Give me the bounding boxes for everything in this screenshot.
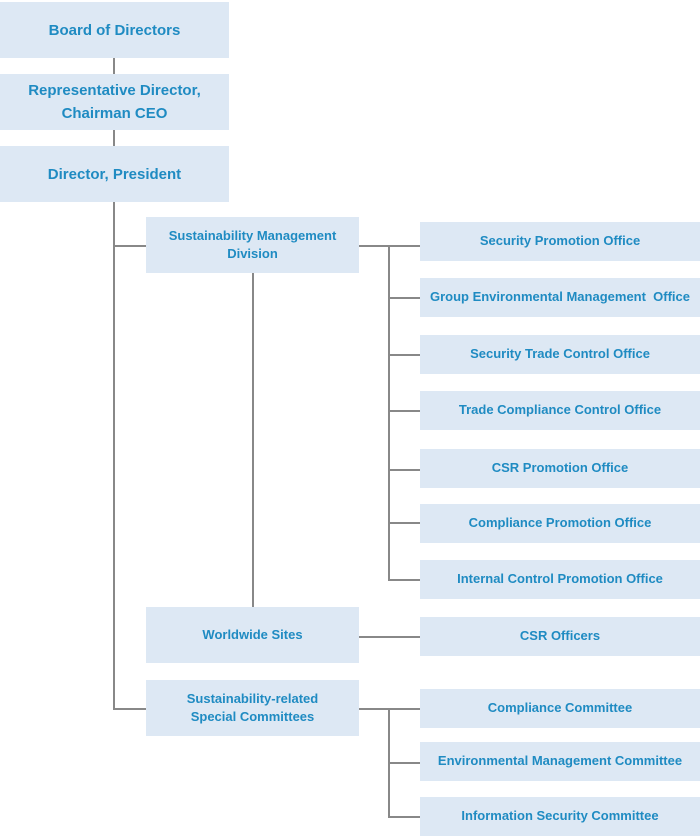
office-label: Security Promotion Office [479,233,641,249]
connector-committee-2 [388,762,420,764]
office-box: Internal Control Promotion Office [420,560,700,599]
director-president-label: Director, President [47,165,182,183]
connector-committee-3 [388,816,420,818]
connector-president-trunk [113,202,115,709]
connector-offices-spine [388,245,390,580]
connector-rep-to-president [113,130,115,146]
connector-office-2 [388,297,420,299]
office-box: Security Trade Control Office [420,335,700,374]
office-box: Security Promotion Office [420,222,700,261]
connector-sustainability-to-sites [252,273,254,607]
representative-director-line2: Chairman CEO [61,105,168,122]
connector-sites-to-officers [358,636,420,638]
committee-label: Compliance Committee [487,700,633,716]
worldwide-sites-label: Worldwide Sites [202,626,303,642]
special-committees-label: Sustainability-related Special Committee… [187,690,318,726]
director-president-box: Director, President [0,146,229,202]
sustainability-management-division-label: Sustainability Management Division [169,227,337,263]
committee-box: Information Security Committee [420,797,700,836]
csr-officers-label: CSR Officers [519,628,601,644]
office-label: Security Trade Control Office [470,346,650,362]
office-box: Compliance Promotion Office [420,504,700,543]
sustainability-management-line1: Sustainability Management [168,227,337,243]
sustainability-management-line2: Division [227,246,278,261]
office-label: Compliance Promotion Office [468,515,652,531]
committee-box: Compliance Committee [420,689,700,728]
connector-trunk-to-sustainability [113,245,146,247]
office-box: Trade Compliance Control Office [420,391,700,430]
connector-office-7 [388,579,420,581]
committee-label: Information Security Committee [461,808,659,824]
special-committees-line1: Sustainability-related [186,690,319,706]
worldwide-sites-box: Worldwide Sites [146,607,359,663]
connector-trunk-to-committees [113,708,146,710]
office-label: Internal Control Promotion Office [457,571,663,587]
office-label: CSR Promotion Office [491,460,629,476]
committee-label: Environmental Management Committee [437,753,683,769]
board-of-directors-box: Board of Directors [0,2,229,58]
office-label: Trade Compliance Control Office [458,402,662,418]
sustainability-management-division-box: Sustainability Management Division [146,217,359,273]
connector-board-to-rep [113,58,115,74]
committee-box: Environmental Management Committee [420,742,700,781]
office-box: Group Environmental Management Office [420,278,700,317]
office-box: CSR Promotion Office [420,449,700,488]
representative-director-box: Representative Director, Chairman CEO [0,74,229,130]
csr-officers-box: CSR Officers [420,617,700,656]
connector-office-3 [388,354,420,356]
representative-director-label: Representative Director, Chairman CEO [28,79,201,126]
connector-office-6 [388,522,420,524]
board-of-directors-label: Board of Directors [48,21,181,39]
special-committees-line2: Special Committees [190,709,315,724]
connector-office-5 [388,469,420,471]
office-label: Group Environmental Management Office [429,289,691,305]
connector-office-4 [388,410,420,412]
special-committees-box: Sustainability-related Special Committee… [146,680,359,736]
representative-director-line1: Representative Director, [28,81,201,99]
